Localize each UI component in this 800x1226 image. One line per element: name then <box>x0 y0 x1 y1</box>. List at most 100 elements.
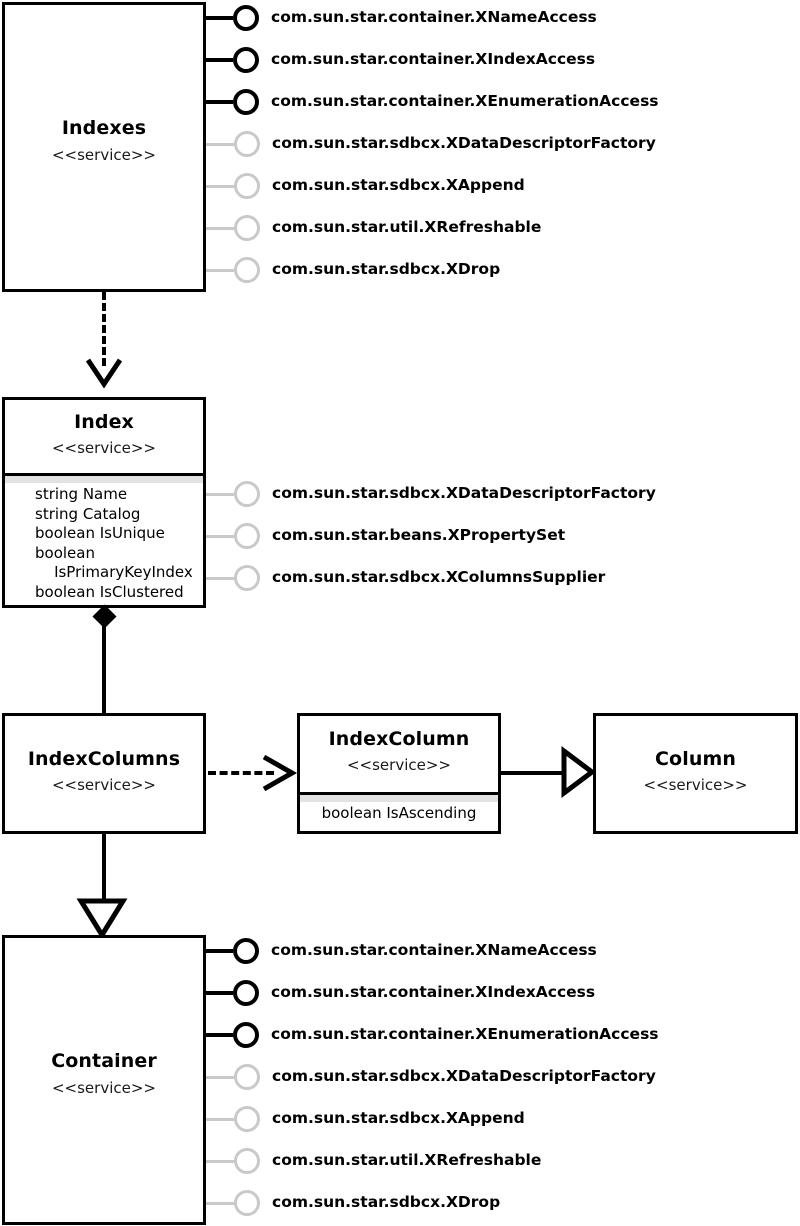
indexcolumn-attribute-list: boolean IsAscending <box>300 804 498 824</box>
index-attribute-list: string Name string Catalog boolean IsUni… <box>5 485 203 602</box>
interface-circle-icon[interactable] <box>233 938 259 964</box>
interface-circle-icon[interactable] <box>234 215 260 241</box>
uml-box-column[interactable]: Column <<service>> <box>593 713 798 834</box>
lollipop-indexes-2[interactable]: com.sun.star.container.XEnumerationAcces… <box>206 89 659 115</box>
indexcolumn-attr-divider <box>300 792 498 795</box>
connector-indexcolumns-to-indexcolumn-arrowhead <box>262 753 302 793</box>
lollipop-container-0[interactable]: com.sun.star.container.XNameAccess <box>206 938 597 964</box>
index-header: Index <<service>> <box>5 400 203 458</box>
connector-indexes-to-index-arrowhead <box>84 358 124 389</box>
lollipop-index-0[interactable]: com.sun.star.sdbcx.XDataDescriptorFactor… <box>206 481 656 507</box>
indexes-header: Indexes <<service>> <box>5 5 203 165</box>
lollipop-stem <box>206 492 234 496</box>
interface-circle-icon[interactable] <box>234 523 260 549</box>
lollipop-indexes-1[interactable]: com.sun.star.container.XIndexAccess <box>206 47 595 73</box>
connector-indexcolumns-to-indexcolumn-line <box>208 771 274 775</box>
lollipop-container-3[interactable]: com.sun.star.sdbcx.XDataDescriptorFactor… <box>206 1064 656 1090</box>
interface-label: com.sun.star.container.XNameAccess <box>271 8 597 27</box>
lollipop-stem <box>206 534 234 538</box>
interface-circle-icon[interactable] <box>234 481 260 507</box>
interface-label: com.sun.star.sdbcx.XDrop <box>272 1193 501 1212</box>
container-header: Container <<service>> <box>5 938 203 1098</box>
interface-circle-icon[interactable] <box>234 1148 260 1174</box>
interface-label: com.sun.star.sdbcx.XDrop <box>272 260 501 279</box>
lollipop-stem <box>206 142 234 146</box>
column-title: Column <box>655 748 736 770</box>
lollipop-stem <box>206 1159 234 1163</box>
index-attribute: string Name <box>35 485 128 503</box>
interface-label: com.sun.star.sdbcx.XDataDescriptorFactor… <box>272 1067 656 1086</box>
uml-box-indexcolumns[interactable]: IndexColumns <<service>> <box>2 713 206 834</box>
interface-label: com.sun.star.beans.XPropertySet <box>272 526 566 545</box>
interface-label: com.sun.star.sdbcx.XAppend <box>272 176 525 195</box>
interface-circle-icon[interactable] <box>233 89 259 115</box>
uml-box-indexes[interactable]: Indexes <<service>> <box>2 2 206 292</box>
indexcolumn-title: IndexColumn <box>328 728 470 750</box>
interface-circle-icon[interactable] <box>233 980 259 1006</box>
index-attr-band <box>5 476 203 483</box>
lollipop-stem <box>206 58 233 62</box>
index-attribute: string Catalog <box>35 504 141 523</box>
container-title: Container <box>51 1050 157 1072</box>
lollipop-index-2[interactable]: com.sun.star.sdbcx.XColumnsSupplier <box>206 565 605 591</box>
lollipop-container-6[interactable]: com.sun.star.sdbcx.XDrop <box>206 1190 500 1216</box>
index-attribute: boolean IsClustered <box>35 582 184 601</box>
lollipop-indexes-3[interactable]: com.sun.star.sdbcx.XDataDescriptorFactor… <box>206 131 656 157</box>
lollipop-indexes-4[interactable]: com.sun.star.sdbcx.XAppend <box>206 173 525 199</box>
indexcolumns-stereotype: <<service>> <box>51 776 156 794</box>
lollipop-indexes-6[interactable]: com.sun.star.sdbcx.XDrop <box>206 257 500 283</box>
interface-circle-icon[interactable] <box>234 1106 260 1132</box>
interface-label: com.sun.star.sdbcx.XDataDescriptorFactor… <box>272 484 656 503</box>
lollipop-container-2[interactable]: com.sun.star.container.XEnumerationAcces… <box>206 1022 659 1048</box>
composition-diamond-icon <box>91 604 117 629</box>
interface-label: com.sun.star.util.XRefreshable <box>272 1151 542 1170</box>
lollipop-stem <box>206 100 233 104</box>
interface-circle-icon[interactable] <box>233 47 259 73</box>
interface-label: com.sun.star.container.XIndexAccess <box>271 983 596 1002</box>
lollipop-stem <box>206 949 233 953</box>
interface-circle-icon[interactable] <box>234 257 260 283</box>
indexcolumn-stereotype: <<service>> <box>346 756 451 774</box>
index-attribute: boolean <box>35 543 95 562</box>
connector-index-to-indexcolumns-line <box>102 608 106 714</box>
interface-circle-icon[interactable] <box>234 1190 260 1216</box>
lollipop-container-4[interactable]: com.sun.star.sdbcx.XAppend <box>206 1106 525 1132</box>
lollipop-stem <box>206 1117 234 1121</box>
column-stereotype: <<service>> <box>643 776 748 794</box>
lollipop-stem <box>206 576 234 580</box>
index-attribute: IsPrimaryKeyIndex <box>35 563 193 581</box>
lollipop-index-1[interactable]: com.sun.star.beans.XPropertySet <box>206 523 565 549</box>
interface-circle-icon[interactable] <box>233 1022 259 1048</box>
connector-indexcolumns-to-container-arrowhead <box>76 898 128 940</box>
lollipop-stem <box>206 184 234 188</box>
indexcolumn-attribute: boolean IsAscending <box>321 804 477 822</box>
index-attr-divider <box>5 473 203 476</box>
interface-circle-icon[interactable] <box>233 5 259 31</box>
interface-label: com.sun.star.container.XEnumerationAcces… <box>271 92 659 111</box>
lollipop-indexes-0[interactable]: com.sun.star.container.XNameAccess <box>206 5 597 31</box>
uml-box-index[interactable]: Index <<service>> string Name string Cat… <box>2 397 206 608</box>
uml-box-indexcolumn[interactable]: IndexColumn <<service>> boolean IsAscend… <box>297 713 501 834</box>
connector-indexcolumn-to-column-line <box>501 771 565 775</box>
interface-circle-icon[interactable] <box>234 173 260 199</box>
indexcolumn-attr-band <box>300 795 498 802</box>
interface-circle-icon[interactable] <box>234 1064 260 1090</box>
column-header: Column <<service>> <box>596 716 795 795</box>
lollipop-container-1[interactable]: com.sun.star.container.XIndexAccess <box>206 980 595 1006</box>
interface-circle-icon[interactable] <box>234 565 260 591</box>
lollipop-stem <box>206 1033 233 1037</box>
interface-circle-icon[interactable] <box>234 131 260 157</box>
indexcolumn-header: IndexColumn <<service>> <box>300 716 498 775</box>
lollipop-indexes-5[interactable]: com.sun.star.util.XRefreshable <box>206 215 541 241</box>
uml-box-container[interactable]: Container <<service>> <box>2 935 206 1225</box>
connector-indexcolumn-to-column-arrowhead <box>561 746 601 798</box>
interface-label: com.sun.star.container.XEnumerationAcces… <box>271 1025 659 1044</box>
lollipop-stem <box>206 268 234 272</box>
connector-indexes-to-index-line <box>102 292 106 366</box>
interface-label: com.sun.star.sdbcx.XColumnsSupplier <box>272 568 606 587</box>
lollipop-stem <box>206 226 234 230</box>
lollipop-stem <box>206 991 233 995</box>
lollipop-container-5[interactable]: com.sun.star.util.XRefreshable <box>206 1148 541 1174</box>
lollipop-stem <box>206 1075 234 1079</box>
